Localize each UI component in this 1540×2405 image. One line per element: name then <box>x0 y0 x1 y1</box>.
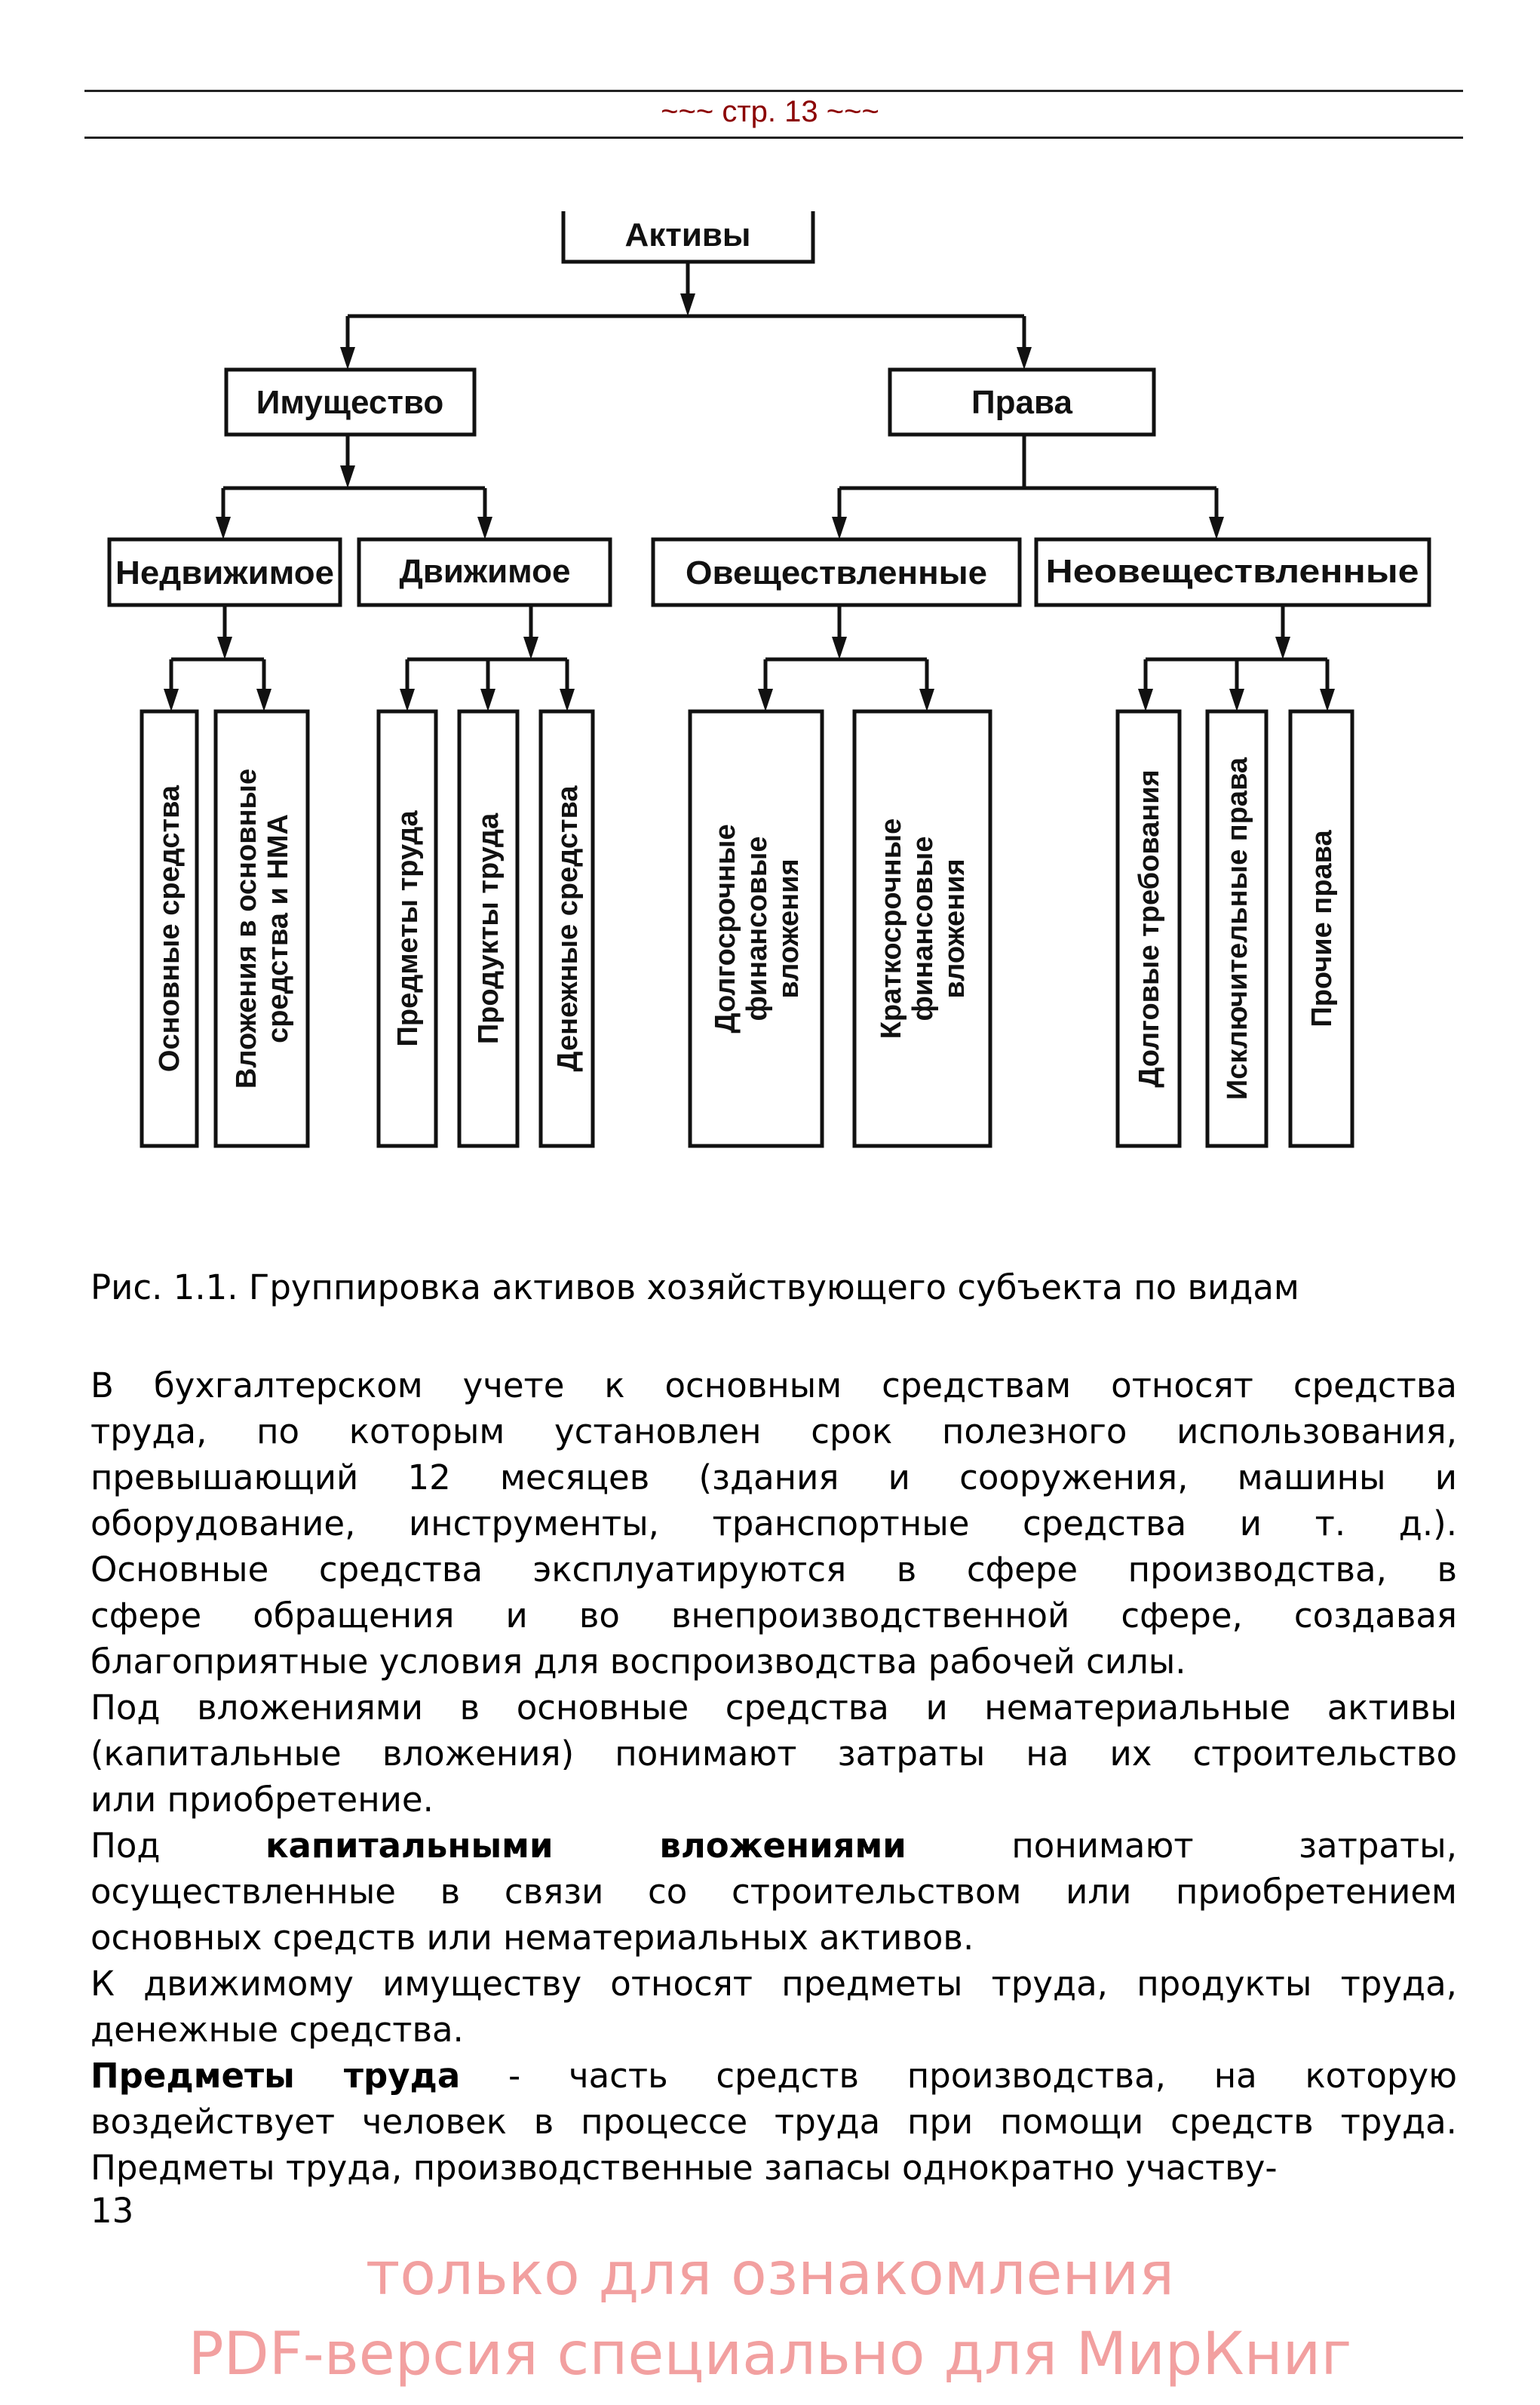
text-line: К движимому имуществу относят предметы т… <box>90 1964 1457 2004</box>
leaf-node-label: Краткосрочные <box>876 819 907 1040</box>
arrowhead-icon <box>560 689 575 711</box>
text-line: благоприятные условия для воспроизводств… <box>90 1642 1186 1682</box>
text-line: (капитальные вложения) понимают затраты … <box>90 1734 1457 1774</box>
text-line: Предметы труда - часть средств производс… <box>90 2053 1457 2099</box>
page-header: ~~~ стр. 13 ~~~ <box>661 95 879 128</box>
text-line: Основные средства эксплуатируются в сфер… <box>90 1550 1457 1590</box>
arrowhead-icon <box>919 689 934 711</box>
leaf-node-label: финансовые <box>907 837 939 1021</box>
arrowhead-icon <box>832 517 847 539</box>
header-top-rule <box>84 90 1463 92</box>
leaf-node-label: Вложения в основные <box>231 769 262 1089</box>
node-tangible: Овеществленные <box>686 554 987 591</box>
text-line: денежные средства. <box>90 2010 464 2050</box>
arrowhead-icon <box>680 293 695 316</box>
arrowhead-icon <box>758 689 773 711</box>
arrowhead-icon <box>1017 347 1032 370</box>
node-rights: Права <box>971 384 1072 421</box>
node-real-estate: Недвижимое <box>115 554 334 591</box>
connector-lines <box>107 211 1431 1148</box>
node-movable: Движимое <box>399 553 570 590</box>
arrowhead-icon <box>217 637 232 659</box>
leaf-node-label: Продукты труда <box>473 812 505 1044</box>
leaf-node-label: Предметы труда <box>392 810 424 1047</box>
arrowheads <box>164 293 1335 711</box>
arrowhead-icon <box>400 689 415 711</box>
text-line: воздействует человек в процессе труда пр… <box>90 2102 1457 2142</box>
text-segment: - часть средств производства, на которую <box>508 2056 1457 2096</box>
leaf-node-label: Основные средства <box>154 785 186 1072</box>
arrowhead-icon <box>1138 689 1153 711</box>
node-root: Активы <box>624 217 750 253</box>
arrowhead-icon <box>164 689 179 711</box>
leaf-node-label: Исключительные права <box>1222 757 1253 1100</box>
text-line: Под капитальными вложениями понимают зат… <box>90 1823 1457 1869</box>
arrowhead-icon <box>216 517 231 539</box>
arrowhead-icon <box>1209 517 1224 539</box>
page-number: 13 <box>90 2191 134 2231</box>
text-line: труда, по которым установлен срок полезн… <box>90 1411 1457 1451</box>
leaf-node-label: вложения <box>939 858 971 998</box>
bold-term: капитальными вложениями <box>265 1826 907 1866</box>
arrowhead-icon <box>477 517 492 539</box>
text-line: В бухгалтерском учете к основным средств… <box>90 1365 1457 1405</box>
bold-term: Предметы труда <box>90 2056 461 2096</box>
text-line: превышающий 12 месяцев (здания и сооруже… <box>90 1457 1457 1497</box>
leaf-node-label: вложения <box>773 858 805 998</box>
figure-caption: Рис. 1.1. Группировка активов хозяйствую… <box>90 1267 1299 1307</box>
text-line: или приобретение. <box>90 1780 434 1820</box>
text-line: осуществленные в связи со строительством… <box>90 1872 1457 1912</box>
arrowhead-icon <box>1275 637 1290 659</box>
header-bottom-rule <box>84 137 1463 139</box>
arrowhead-icon <box>480 689 495 711</box>
node-intangible: Неовеществленные <box>1046 553 1419 590</box>
leaf-node-label: Долгосрочные <box>710 824 741 1033</box>
watermark-line-1: только для ознакомления <box>365 2241 1175 2308</box>
leaf-node-label: финансовые <box>741 837 773 1021</box>
leaf-node-label: Прочие права <box>1306 830 1338 1027</box>
node-property: Имущество <box>256 384 443 421</box>
leaf-node-label: средства и НМА <box>262 814 294 1043</box>
text-line: оборудование, инструменты, транспортные … <box>90 1504 1457 1543</box>
text-line: Под вложениями в основные средства и нем… <box>90 1688 1457 1728</box>
arrowhead-icon <box>523 637 538 659</box>
arrowhead-icon <box>256 689 271 711</box>
arrowhead-icon <box>340 465 355 488</box>
text-segment: Под <box>90 1826 161 1866</box>
arrowhead-icon <box>340 347 355 370</box>
text-segment: понимают затраты, <box>1011 1826 1458 1866</box>
text-line: сфере обращения и во внепроизводственной… <box>90 1596 1457 1636</box>
text-line: основных средств или нематериальных акти… <box>90 1918 974 1958</box>
arrowhead-icon <box>1320 689 1335 711</box>
leaf-node-label: Денежные средства <box>552 785 584 1072</box>
arrowhead-icon <box>1229 689 1244 711</box>
leaf-node-label: Долговые требования <box>1134 769 1165 1088</box>
watermark-line-2: PDF-версия специально для МирКниг <box>188 2321 1352 2388</box>
body-text: В бухгалтерском учете к основным средств… <box>90 1362 1457 2191</box>
arrowhead-icon <box>832 637 847 659</box>
asset-grouping-diagram: Активы Имущество Права Недвижимое Движим… <box>107 211 1431 1148</box>
text-line: Предметы труда, производственные запасы … <box>90 2148 1278 2188</box>
